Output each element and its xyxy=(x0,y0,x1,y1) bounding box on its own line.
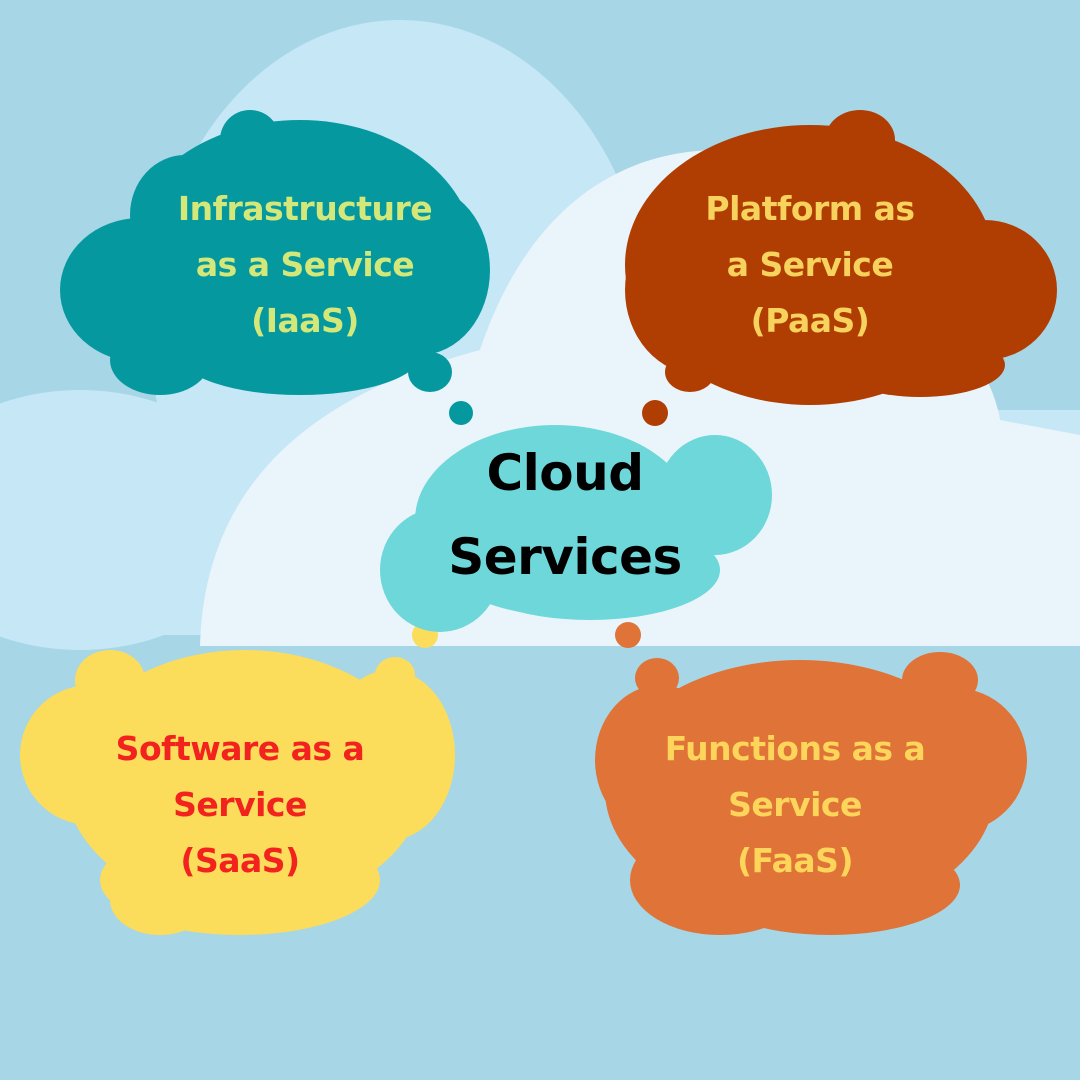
bubble-dot-faas xyxy=(615,622,641,648)
cloud-label-iaas: Infrastructure as a Service (IaaS) xyxy=(140,180,470,350)
center-label-line-2: Services xyxy=(448,528,682,586)
cloud-label-paas: Platform as a Service (PaaS) xyxy=(650,180,970,350)
paas-line-2: a Service xyxy=(726,245,894,284)
cloud-shape-iaas xyxy=(60,110,490,395)
cloud-shape-saas xyxy=(20,650,455,935)
cloud-shape-paas xyxy=(625,110,1057,405)
faas-line-3: (FaaS) xyxy=(736,841,854,880)
paas-line-1: Platform as xyxy=(705,189,915,228)
cloud-label-saas: Software as a Service (SaaS) xyxy=(80,720,400,890)
iaas-line-3: (IaaS) xyxy=(251,301,359,340)
cloud-shape-center xyxy=(380,425,772,632)
bubble-dot-paas xyxy=(642,400,668,426)
cloud-label-faas: Functions as a Service (FaaS) xyxy=(630,720,960,890)
saas-line-1: Software as a xyxy=(115,729,365,768)
cloud-shape-faas xyxy=(595,652,1027,935)
iaas-line-1: Infrastructure xyxy=(177,189,433,228)
bubble-dot-iaas xyxy=(449,401,473,425)
saas-line-3: (SaaS) xyxy=(180,841,300,880)
paas-line-3: (PaaS) xyxy=(750,301,870,340)
center-label-line-1: Cloud xyxy=(486,444,644,502)
faas-line-2: Service xyxy=(728,785,862,824)
faas-line-1: Functions as a xyxy=(664,729,926,768)
saas-line-2: Service xyxy=(173,785,307,824)
iaas-line-2: as a Service xyxy=(195,245,415,284)
center-label: Cloud Services xyxy=(410,430,720,600)
